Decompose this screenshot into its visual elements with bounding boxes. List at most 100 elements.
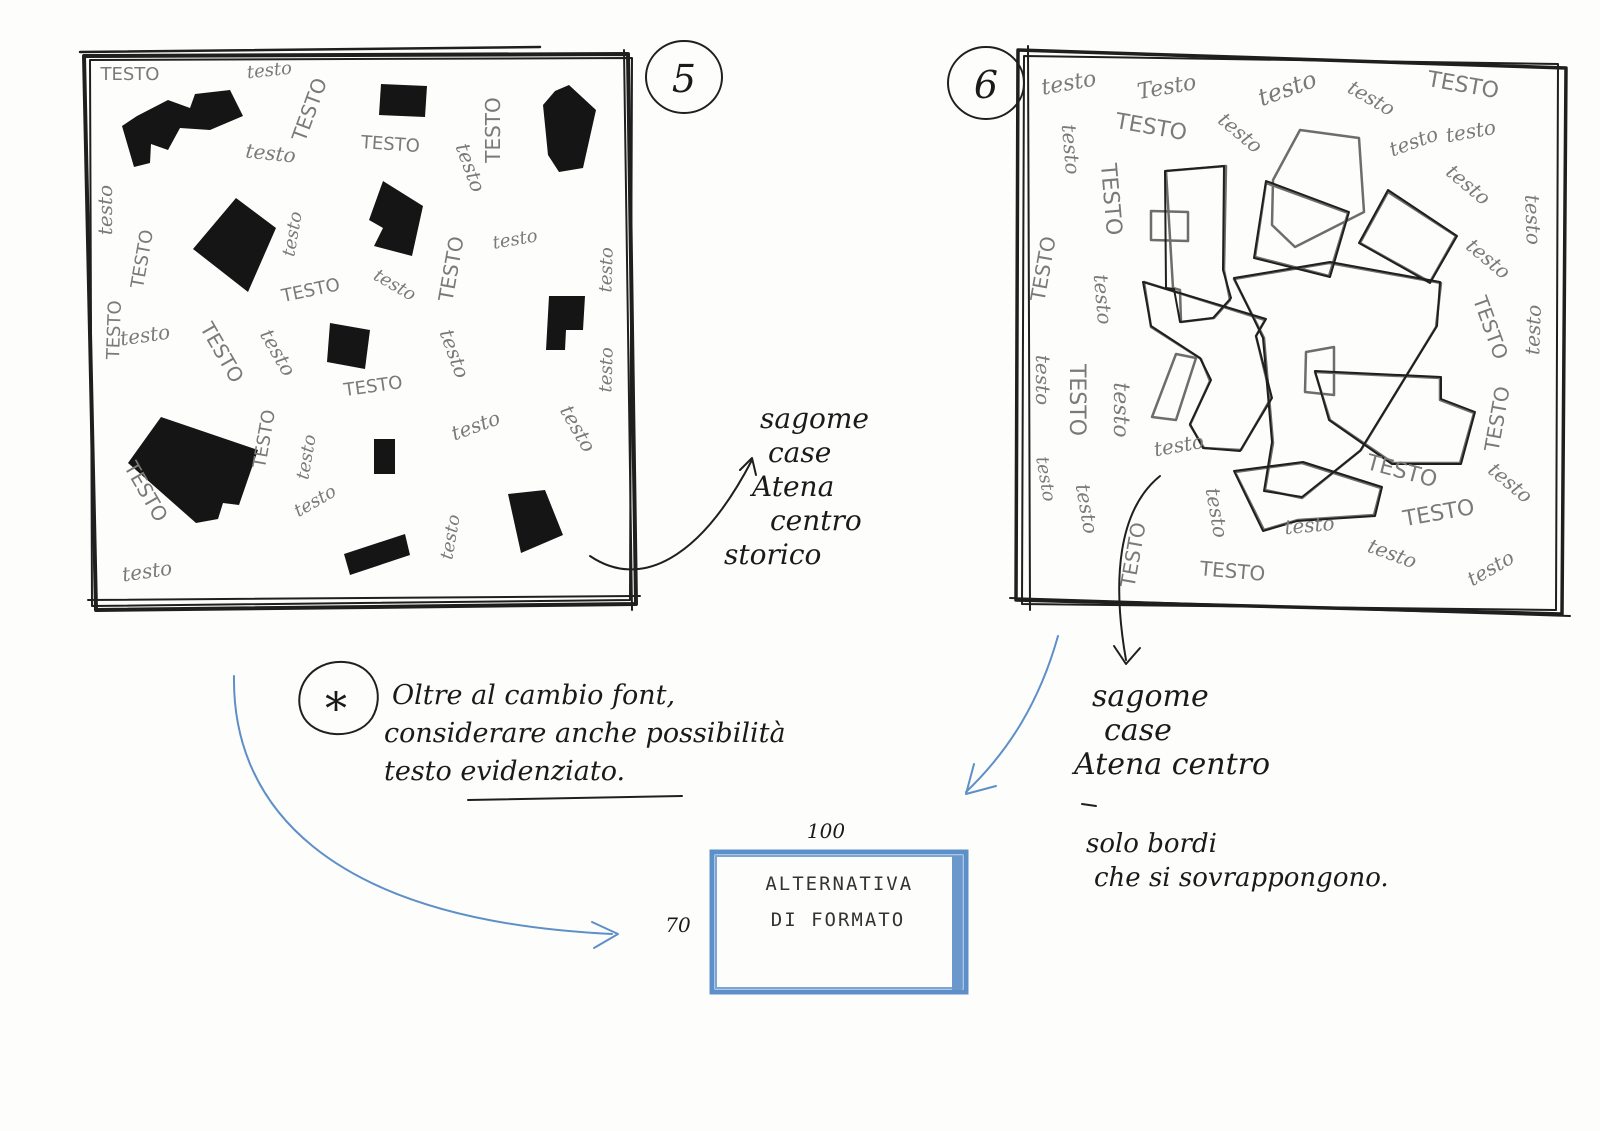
placeholder-word: testo <box>1254 65 1320 112</box>
house-shape <box>374 439 395 474</box>
house-shape <box>128 417 258 523</box>
placeholder-word: TESTO <box>1424 67 1500 104</box>
placeholder-word: testo <box>1463 545 1518 591</box>
placeholder-word: TESTO <box>481 97 505 164</box>
placeholder-word: testo <box>93 185 117 235</box>
placeholder-word: TESTO <box>195 317 249 387</box>
svg-text:ALTERNATIVA DI FORMATO: ALTERNATIVA DI FORMATO <box>765 873 926 931</box>
placeholder-word: TESTO <box>127 228 158 291</box>
blue-arrows <box>232 635 1059 949</box>
placeholder-word: testo <box>370 265 420 306</box>
sketch-6-frame <box>1009 45 1571 617</box>
placeholder-word: testo <box>436 513 465 561</box>
annotation-line: case <box>768 436 831 469</box>
house-shape <box>369 181 423 256</box>
sketch-5-number: 5 <box>672 57 696 101</box>
placeholder-word: testo <box>595 247 618 293</box>
note-line: considerare anche possibilità <box>384 718 786 749</box>
placeholder-word: testo <box>1031 455 1060 503</box>
note-line: solo bordi <box>1086 829 1217 859</box>
placeholder-word: testo <box>1108 382 1133 437</box>
svg-text:Oltre al cambio font, co: Oltre al cambio font, considerare anche … <box>384 680 794 787</box>
annotation-line: sagome <box>1092 679 1209 714</box>
placeholder-word: testo <box>1057 123 1085 175</box>
sketch-5-frame <box>78 45 641 612</box>
house-shape <box>379 84 427 117</box>
note-line: testo evidenziato. <box>384 756 625 787</box>
placeholder-word: testo <box>246 58 293 84</box>
placeholder-word: testo <box>1386 122 1441 162</box>
annotation-line: storico <box>724 538 821 571</box>
placeholder-word: TESTO <box>1400 495 1476 532</box>
placeholder-word: TESTO <box>1095 161 1126 236</box>
placeholder-word: testo <box>1071 482 1103 536</box>
note-symbol: * <box>325 684 347 735</box>
placeholder-word: testo <box>118 320 171 351</box>
placeholder-word: TESTO <box>433 234 468 304</box>
placeholder-word: testo <box>448 406 503 446</box>
placeholder-word: testo <box>292 433 321 481</box>
note-line: che si sovrappongono. <box>1094 863 1389 893</box>
format-height-label: 70 <box>665 913 691 937</box>
placeholder-word: TESTO <box>1064 363 1089 436</box>
house-shape <box>344 534 410 575</box>
placeholder-word: testo <box>1283 511 1335 539</box>
placeholder-word: TESTO <box>1112 109 1188 146</box>
annotation-line: case <box>1104 713 1172 748</box>
annotation-line: centro <box>770 504 862 537</box>
placeholder-word: TESTO <box>287 75 332 146</box>
placeholder-word: testo <box>1089 273 1117 325</box>
placeholder-word: Testo <box>1135 70 1198 105</box>
placeholder-word: testo <box>120 556 173 587</box>
placeholder-word: testo <box>435 326 475 381</box>
placeholder-word: testo <box>595 347 618 393</box>
placeholder-word: TESTO <box>1479 384 1514 454</box>
sketch-6-house-outlines <box>1142 128 1476 532</box>
placeholder-word: testo <box>1520 194 1546 245</box>
sketch-5-house-shapes <box>122 84 596 575</box>
placeholder-word: testo <box>1444 115 1498 147</box>
annotation-line: Atena centro <box>1071 747 1270 782</box>
sketch-5-number-badge: 5 <box>645 40 723 114</box>
house-shape <box>546 296 585 350</box>
house-shape <box>327 323 370 369</box>
placeholder-word: testo <box>255 325 301 380</box>
placeholder-word: testo <box>1039 66 1098 100</box>
placeholder-word: testo <box>1484 457 1538 508</box>
placeholder-word: TESTO <box>100 64 160 85</box>
placeholder-word: testo <box>1031 355 1055 405</box>
sketch-6-annotation: sagome case Atena centro solo bordi che … <box>1071 475 1389 893</box>
placeholder-word: testo <box>1520 304 1546 355</box>
format-box-line: ALTERNATIVA <box>765 873 913 895</box>
placeholder-word: testo <box>290 481 340 522</box>
house-shape <box>543 85 596 172</box>
annotation-line: Atena <box>749 470 834 503</box>
house-shape <box>508 490 563 553</box>
placeholder-word: TESTO <box>279 274 342 307</box>
svg-text:sagome case At: sagome case Atena centro <box>1071 679 1270 782</box>
placeholder-word: TESTO <box>1198 556 1266 586</box>
house-shape <box>122 90 243 167</box>
annotation-line: sagome <box>760 402 869 435</box>
svg-text:solo bordi che si sovr: solo bordi che si sovrappongono. <box>1086 829 1389 893</box>
format-width-label: 100 <box>807 819 845 843</box>
starred-note: * Oltre al cambio font, considerare anch… <box>298 660 794 801</box>
placeholder-word: testo <box>1201 486 1233 540</box>
placeholder-word: testo <box>245 138 297 167</box>
placeholder-word: testo <box>555 401 601 456</box>
placeholder-word: testo <box>1152 429 1206 461</box>
format-box-line: DI FORMATO <box>771 909 905 931</box>
placeholder-word: testo <box>491 225 539 254</box>
format-box: ALTERNATIVA DI FORMATO 100 70 <box>665 819 969 995</box>
placeholder-word: testo <box>1365 534 1420 574</box>
placeholder-word: testo <box>278 210 307 258</box>
placeholder-word: TESTO <box>1025 234 1060 304</box>
sketch-6-number-badge: 6 <box>947 46 1025 120</box>
sketch-5-annotation: sagome case Atena centro storico <box>589 402 869 571</box>
placeholder-word: TESTO <box>342 372 404 401</box>
sketch-6-number: 6 <box>974 63 998 107</box>
